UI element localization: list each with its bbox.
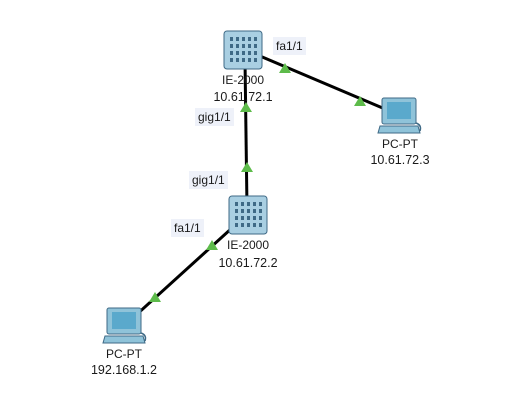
- device-ip-sw1: 10.61.72.1: [213, 90, 273, 104]
- desktop-pc-icon[interactable]: [377, 97, 422, 134]
- port-label-sw1-gig: gig1/1: [195, 108, 234, 126]
- port-label-sw2-gig: gig1/1: [189, 171, 228, 189]
- device-name-pc2: PC-PT: [106, 347, 142, 361]
- link-sw2-pc2[interactable]: [122, 216, 245, 328]
- device-name-pc1: PC-PT: [382, 137, 418, 151]
- desktop-pc-icon[interactable]: [102, 307, 147, 344]
- link-up-marker: [354, 96, 366, 106]
- industrial-switch-icon[interactable]: [228, 195, 268, 235]
- link-sw1-sw2[interactable]: [243, 59, 249, 209]
- industrial-switch-icon[interactable]: [223, 30, 263, 70]
- device-name-sw1: IE-2000: [221, 73, 265, 87]
- link-up-marker: [206, 240, 218, 250]
- port-label-sw1-fa: fa1/1: [273, 37, 306, 55]
- device-ip-pc2: 192.168.1.2: [90, 363, 158, 377]
- port-label-sw2-fa: fa1/1: [171, 219, 204, 237]
- link-up-marker: [240, 102, 252, 112]
- link-sw1-pc1[interactable]: [247, 49, 393, 114]
- device-name-sw2: IE-2000: [226, 238, 270, 252]
- link-up-marker: [279, 63, 291, 73]
- link-up-marker: [241, 162, 253, 172]
- device-ip-sw2: 10.61.72.2: [218, 256, 278, 270]
- link-up-marker: [149, 292, 161, 302]
- device-ip-pc1: 10.61.72.3: [370, 153, 430, 167]
